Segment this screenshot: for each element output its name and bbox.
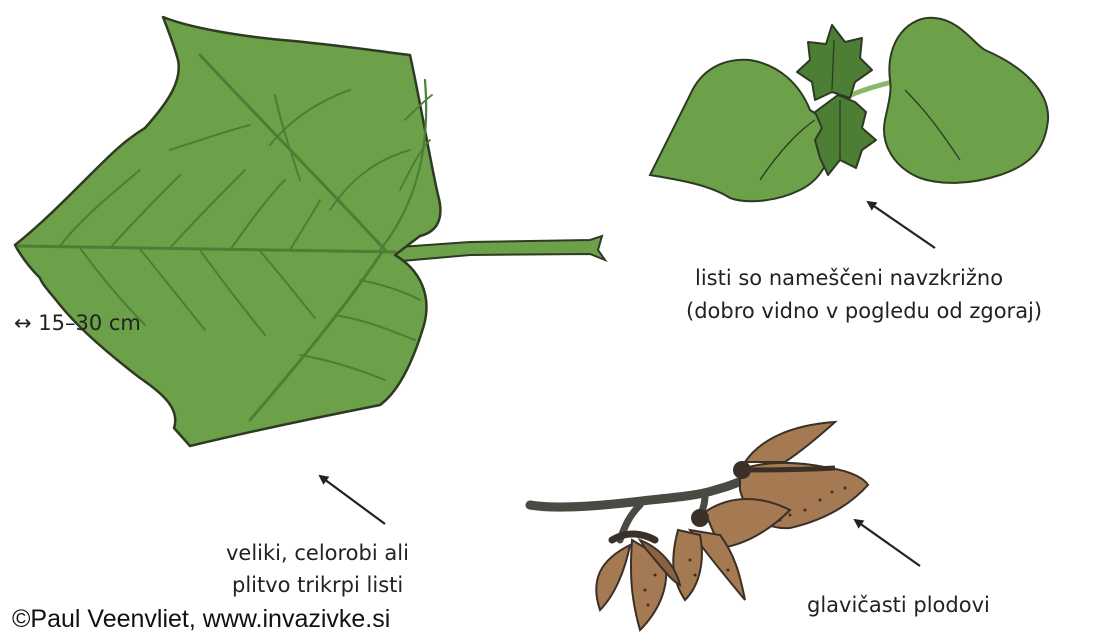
fruit-branch bbox=[525, 465, 770, 512]
leaf-veins bbox=[16, 53, 433, 422]
top-view-leaf-small-lower bbox=[814, 94, 877, 176]
large-leaf-illustration bbox=[13, 15, 608, 448]
top-view-leaves-illustration bbox=[648, 16, 1050, 203]
top-view-leaf-right bbox=[883, 16, 1050, 184]
fruit-capsule bbox=[595, 543, 632, 612]
leaf-blade bbox=[13, 15, 442, 448]
scale-label: ↔ 15–30 cm bbox=[14, 311, 141, 335]
copyright-credit: ©Paul Veenvliet, www.invazivke.si bbox=[12, 605, 390, 633]
fruit-capsule bbox=[743, 420, 838, 463]
large-leaf-label-line1: veliki, celorobi ali bbox=[226, 541, 409, 565]
opposite-leaves-label-line2: (dobro vidno v pogledu od zgoraj) bbox=[686, 299, 1042, 323]
large-leaf-label-line2: plitvo trikrpi listi bbox=[232, 573, 403, 597]
leaf-petiole bbox=[383, 234, 608, 264]
top-view-leaf-small-upper bbox=[796, 24, 873, 101]
arrow-to-top-view-leaves bbox=[866, 200, 936, 249]
arrow-to-large-leaf bbox=[318, 474, 386, 525]
fruit-label: glavičasti plodovi bbox=[807, 593, 990, 617]
top-view-leaf-left bbox=[648, 58, 833, 203]
fruit-illustration bbox=[525, 420, 870, 632]
fruit-capsule bbox=[672, 528, 703, 602]
fruit-capsule bbox=[703, 498, 792, 550]
arrow-to-fruit bbox=[853, 518, 921, 567]
opposite-leaves-label-line1: listi so nameščeni navzkrižno bbox=[695, 266, 1003, 290]
fruit-capsule bbox=[637, 537, 682, 587]
